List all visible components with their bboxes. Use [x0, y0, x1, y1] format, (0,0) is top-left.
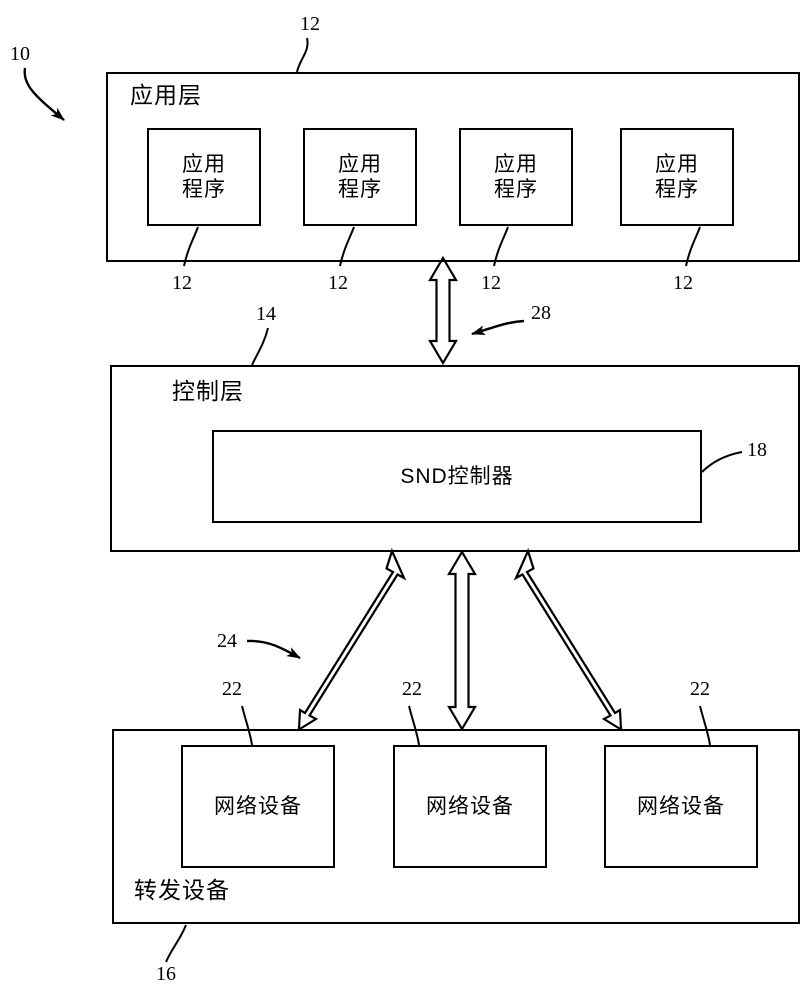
leader-line-18: [701, 451, 743, 473]
leader-line-10: [23, 67, 65, 121]
network-device-box-2[interactable]: 网络设备: [393, 745, 547, 868]
refnum-12-app-4: 12: [673, 272, 693, 294]
network-device-box-1[interactable]: 网络设备: [181, 745, 335, 868]
refnum-12-app-1: 12: [172, 272, 192, 294]
refnum-28: 28: [531, 302, 551, 324]
snd-controller-box[interactable]: SND控制器: [212, 430, 702, 523]
application-program-box-1[interactable]: 应用 程序: [147, 128, 261, 226]
leader-line-22-dev-3: [699, 705, 711, 746]
snd-controller-label: SND控制器: [400, 465, 514, 488]
refnum-24: 24: [217, 630, 237, 652]
application-program-box-2[interactable]: 应用 程序: [303, 128, 417, 226]
leader-line-22-dev-1: [241, 705, 253, 746]
application-program-label-2: 应用 程序: [338, 153, 382, 201]
refnum-22-dev-1: 22: [222, 678, 242, 700]
leader-line-28: [471, 319, 525, 336]
refnum-10: 10: [10, 43, 30, 65]
leader-line-14: [251, 327, 269, 366]
leader-line-22-dev-2: [408, 705, 420, 746]
control-layer-title: 控制层: [172, 378, 244, 404]
application-program-box-4[interactable]: 应用 程序: [620, 128, 734, 226]
network-device-label-3: 网络设备: [637, 795, 725, 818]
refnum-14: 14: [256, 303, 276, 325]
leader-line-12-layer: [296, 37, 309, 73]
application-program-box-3[interactable]: 应用 程序: [459, 128, 573, 226]
application-program-label-1: 应用 程序: [182, 153, 226, 201]
application-program-label-4: 应用 程序: [655, 153, 699, 201]
refnum-22-dev-3: 22: [690, 678, 710, 700]
network-device-label-2: 网络设备: [426, 795, 514, 818]
application-layer-box[interactable]: [106, 72, 800, 262]
leader-line-16: [165, 924, 187, 963]
refnum-12-app-3: 12: [481, 272, 501, 294]
arrow-control-to-device-right: [513, 547, 623, 732]
refnum-12-layer: 12: [300, 13, 320, 35]
control-layer-box[interactable]: [110, 365, 800, 552]
forwarding-layer-box[interactable]: [112, 729, 800, 924]
application-program-label-3: 应用 程序: [494, 153, 538, 201]
forwarding-layer-title: 转发设备: [134, 877, 230, 903]
arrow-app-to-control: [428, 255, 458, 366]
refnum-12-app-2: 12: [328, 272, 348, 294]
leader-line-24: [246, 639, 301, 660]
arrow-control-to-device-left: [297, 547, 407, 732]
refnum-22-dev-2: 22: [402, 678, 422, 700]
application-layer-title: 应用层: [130, 82, 202, 108]
refnum-18: 18: [747, 439, 767, 461]
refnum-16: 16: [156, 963, 176, 985]
network-device-label-1: 网络设备: [214, 795, 302, 818]
arrow-control-to-device-center: [447, 549, 477, 732]
network-device-box-3[interactable]: 网络设备: [604, 745, 758, 868]
